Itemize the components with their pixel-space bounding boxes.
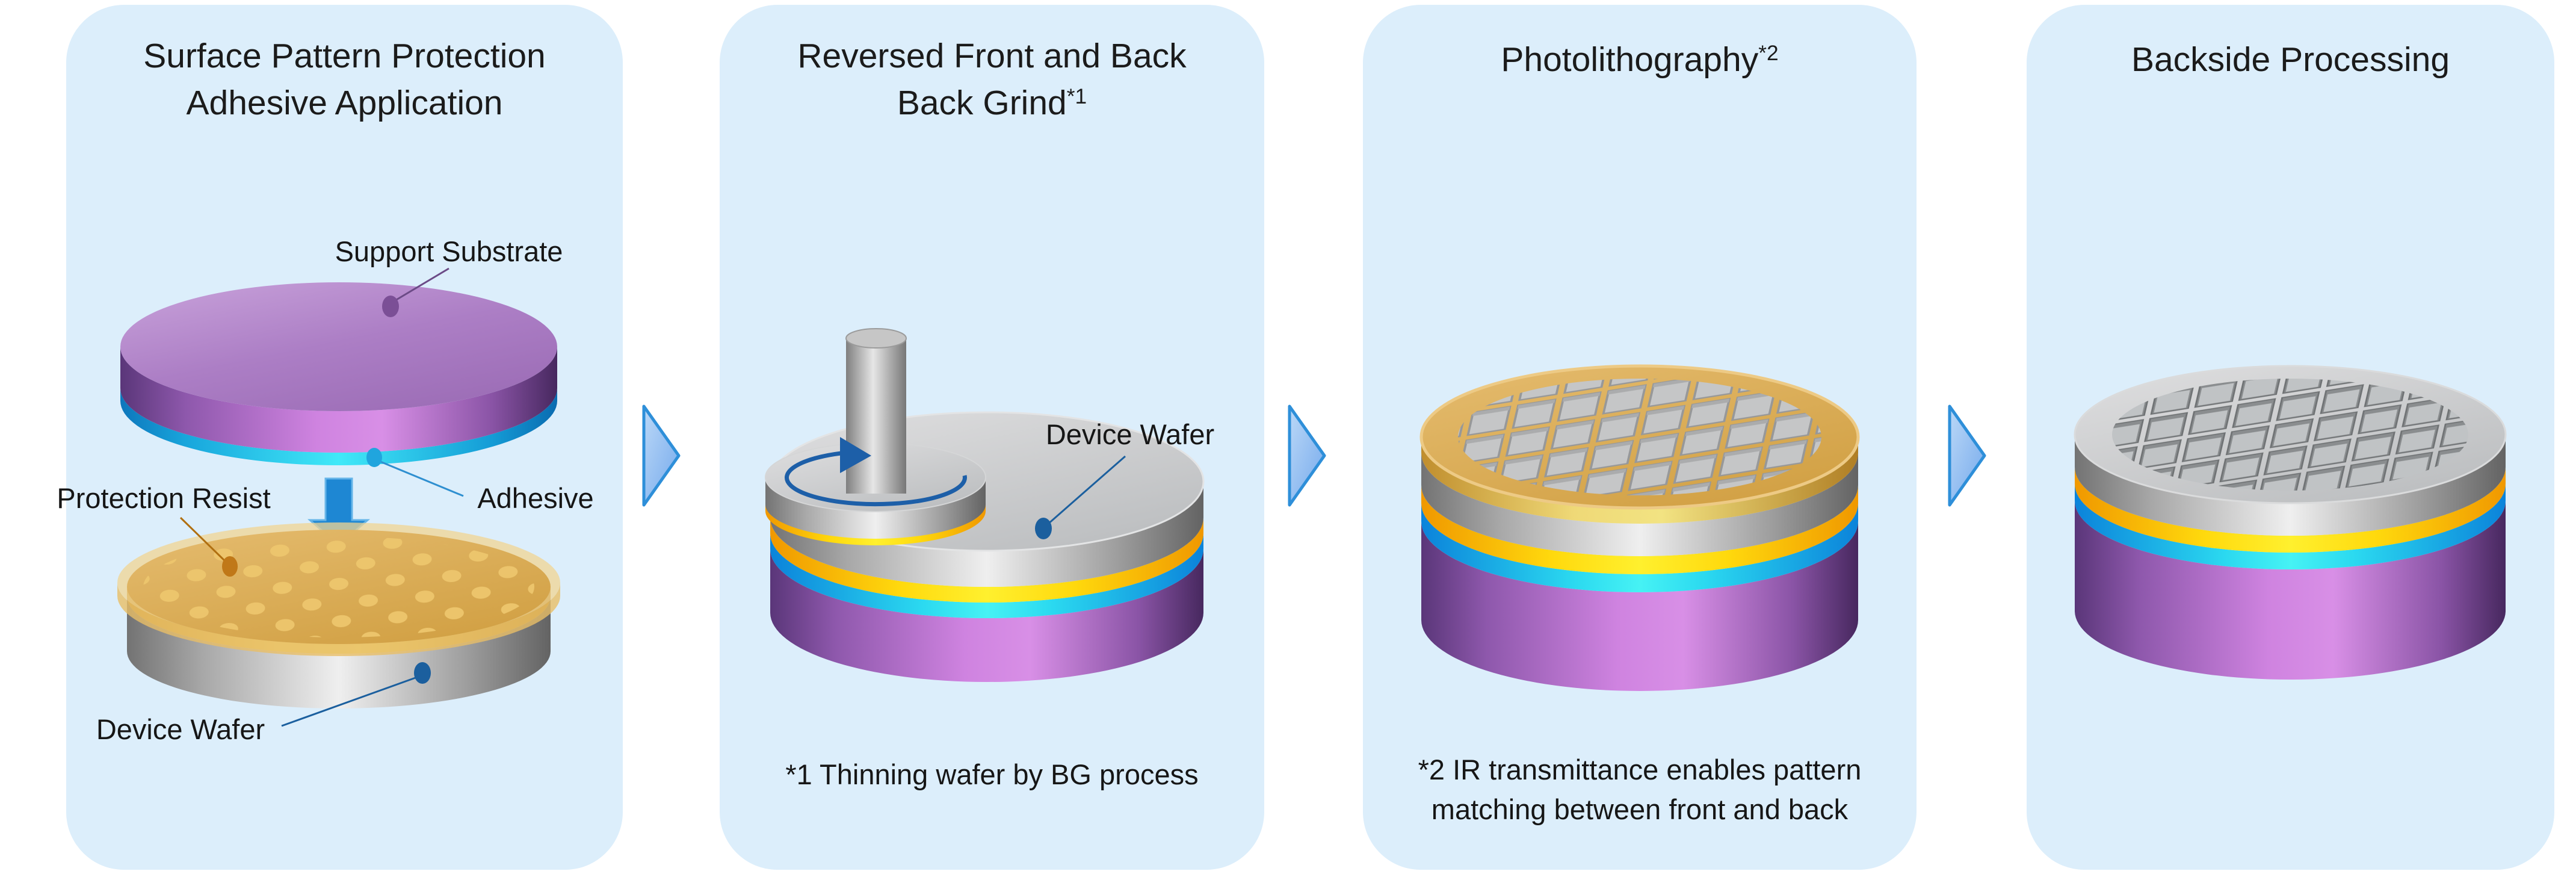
label-device-wafer: Device Wafer bbox=[1045, 418, 1215, 450]
label-device-wafer: Device Wafer bbox=[96, 713, 265, 745]
panel2-title: Reversed Front and Back Back Grind*1 bbox=[720, 33, 1264, 131]
panel1-title: Surface Pattern Protection Adhesive Appl… bbox=[66, 33, 623, 126]
panel1-title-line2: Adhesive Application bbox=[186, 84, 503, 122]
flow-arrow-icon bbox=[1288, 404, 1326, 507]
flow-arrow-icon bbox=[642, 404, 681, 507]
panel-backside-processing bbox=[2027, 5, 2554, 870]
label-protection-resist: Protection Resist bbox=[57, 482, 271, 514]
footnote-line2: matching between front and back bbox=[1431, 793, 1849, 825]
panel1-title-line1: Surface Pattern Protection bbox=[143, 37, 546, 75]
footnote-back-grind: *1 Thinning wafer by BG process bbox=[785, 758, 1199, 790]
label-adhesive: Adhesive bbox=[477, 482, 594, 514]
footnote-marker: *2 bbox=[1758, 42, 1779, 66]
panel2-title-line1: Reversed Front and Back bbox=[797, 37, 1187, 75]
footnote-photolithography: *2 IR transmittance enables pattern matc… bbox=[1363, 750, 1917, 829]
panel4-title: Backside Processing bbox=[2131, 40, 2450, 79]
panel2-title-line2: Back Grind*1 bbox=[897, 84, 1087, 122]
panel3-title: Photolithography*2 bbox=[1501, 40, 1779, 79]
label-support-substrate: Support Substrate bbox=[335, 235, 563, 267]
flow-arrow-icon bbox=[1948, 404, 1986, 507]
footnote-line1: *2 IR transmittance enables pattern bbox=[1418, 754, 1862, 786]
panel-photolithography bbox=[1363, 5, 1917, 870]
footnote-marker: *1 bbox=[1066, 85, 1087, 109]
